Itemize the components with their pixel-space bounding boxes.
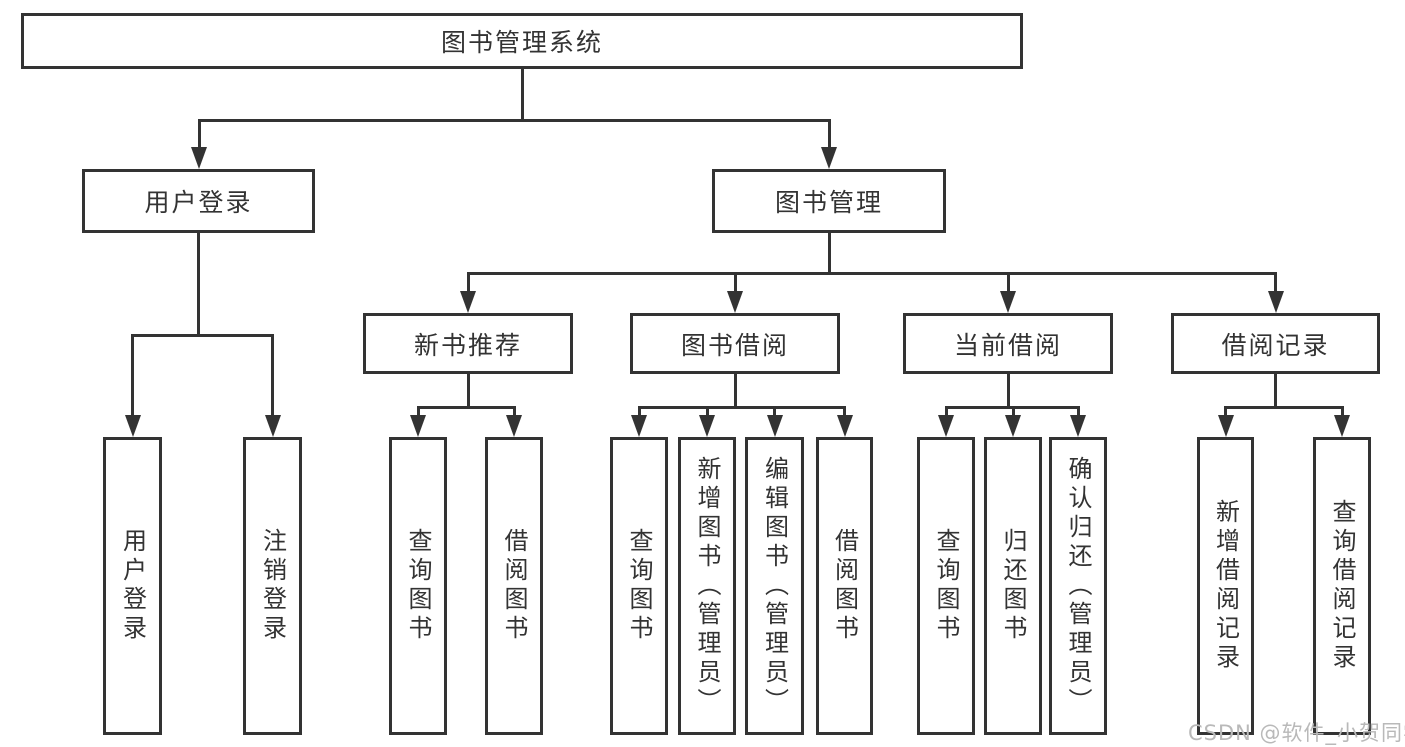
csdn-watermark: CSDN @软件_小贺同学 xyxy=(1188,721,1405,745)
leaf-logout-label: 注销登录 xyxy=(258,528,287,644)
node-current-borrow: 当前借阅 xyxy=(903,313,1113,374)
leaf-return-book: 归还图书 xyxy=(984,437,1042,735)
arrow-down-icon xyxy=(727,291,743,313)
leaf-edit-book-admin: 编辑图书（管理员） xyxy=(745,437,804,735)
arrow-down-icon xyxy=(938,415,954,437)
connector-new-book-bar xyxy=(416,406,516,409)
leaf-query-books-recommend: 查询图书 xyxy=(389,437,447,735)
connector-shaft xyxy=(466,272,470,295)
connector-borrow-records-bar xyxy=(1224,406,1344,409)
connector-user-login-bar xyxy=(131,334,274,337)
connector-shaft xyxy=(131,334,134,418)
connector-book-borrow-stem xyxy=(733,374,737,409)
arrow-down-icon xyxy=(1334,415,1350,437)
leaf-add-borrow-record: 新增借阅记录 xyxy=(1197,437,1254,735)
leaf-query-books-current: 查询图书 xyxy=(917,437,975,735)
node-user-login-label: 用户登录 xyxy=(144,188,253,217)
arrow-down-icon xyxy=(631,415,647,437)
leaf-query-borrow-record-label: 查询借阅记录 xyxy=(1328,499,1356,673)
arrow-down-icon xyxy=(124,415,141,437)
node-book-borrow: 图书借阅 xyxy=(630,313,840,374)
connector-shaft xyxy=(1011,406,1015,418)
node-book-borrow-label: 图书借阅 xyxy=(680,330,789,360)
connector-new-book-stem xyxy=(466,374,470,409)
leaf-add-book-admin-label: 新增图书（管理员） xyxy=(693,455,721,717)
node-borrow-records-label: 借阅记录 xyxy=(1221,330,1330,360)
arrow-down-icon xyxy=(460,291,476,313)
connector-shaft xyxy=(197,119,201,151)
connector-book-borrow-bar xyxy=(637,406,846,409)
connector-shaft xyxy=(271,334,274,418)
leaf-user-login-label: 用户登录 xyxy=(118,528,147,644)
arrow-down-icon xyxy=(506,415,522,437)
node-borrow-records: 借阅记录 xyxy=(1171,313,1380,374)
node-book-management-label: 图书管理 xyxy=(774,188,883,217)
arrow-down-icon xyxy=(836,415,853,437)
leaf-confirm-return-admin-label: 确认归还（管理员） xyxy=(1064,455,1092,717)
leaf-query-books-borrow: 查询图书 xyxy=(610,437,668,735)
node-new-book-recommend: 新书推荐 xyxy=(363,313,573,374)
connector-shaft xyxy=(733,272,737,295)
leaf-confirm-return-admin: 确认归还（管理员） xyxy=(1049,437,1107,735)
arrow-down-icon xyxy=(1000,291,1016,313)
connector-shaft xyxy=(827,119,831,151)
connector-shaft xyxy=(1340,406,1344,418)
leaf-query-books-recommend-label: 查询图书 xyxy=(404,528,432,644)
connector-shaft xyxy=(637,406,641,418)
arrow-down-icon xyxy=(264,415,281,437)
node-library-system: 图书管理系统 xyxy=(21,13,1023,69)
connector-shaft xyxy=(773,406,776,418)
connector-shaft xyxy=(512,406,516,418)
connector-shaft xyxy=(1006,272,1010,295)
leaf-borrow-books-recommend-label: 借阅图书 xyxy=(500,528,528,644)
leaf-borrow-books-label: 借阅图书 xyxy=(830,528,859,644)
connector-shaft xyxy=(705,406,709,418)
connector-borrow-records-stem xyxy=(1274,374,1277,409)
connector-user-login-stem xyxy=(197,233,200,337)
leaf-borrow-books-recommend: 借阅图书 xyxy=(485,437,543,735)
connector-shaft xyxy=(416,406,420,418)
node-user-login: 用户登录 xyxy=(82,169,315,233)
arrow-down-icon xyxy=(191,147,207,169)
node-current-borrow-label: 当前借阅 xyxy=(953,330,1062,360)
leaf-add-borrow-record-label: 新增借阅记录 xyxy=(1211,499,1240,673)
connector-shaft xyxy=(1224,406,1227,418)
leaf-query-books-current-label: 查询图书 xyxy=(932,528,960,644)
leaf-edit-book-admin-label: 编辑图书（管理员） xyxy=(760,455,789,717)
arrow-down-icon xyxy=(699,415,715,437)
connector-shaft xyxy=(1274,272,1277,295)
leaf-add-book-admin: 新增图书（管理员） xyxy=(678,437,736,735)
connector-book-management-bar xyxy=(466,272,1277,275)
connector-shaft xyxy=(944,406,948,418)
connector-book-management-stem xyxy=(827,233,831,275)
leaf-user-login: 用户登录 xyxy=(103,437,162,735)
arrow-down-icon xyxy=(766,415,783,437)
leaf-borrow-books: 借阅图书 xyxy=(816,437,873,735)
leaf-query-borrow-record: 查询借阅记录 xyxy=(1313,437,1371,735)
arrow-down-icon xyxy=(1217,415,1234,437)
node-book-management: 图书管理 xyxy=(712,169,946,233)
leaf-return-book-label: 归还图书 xyxy=(999,528,1027,644)
arrow-down-icon xyxy=(1070,415,1086,437)
leaf-query-books-borrow-label: 查询图书 xyxy=(625,528,653,644)
node-library-system-label: 图书管理系统 xyxy=(440,28,603,57)
leaf-logout: 注销登录 xyxy=(243,437,302,735)
arrow-down-icon xyxy=(410,415,426,437)
connector-current-borrow-stem xyxy=(1006,374,1010,409)
connector-shaft xyxy=(1076,406,1080,418)
connector-root-stem xyxy=(520,69,524,122)
node-new-book-recommend-label: 新书推荐 xyxy=(413,330,522,360)
connector-shaft xyxy=(843,406,846,418)
arrow-down-icon xyxy=(1005,415,1021,437)
connector-root-bar xyxy=(197,119,831,122)
arrow-down-icon xyxy=(1267,291,1284,313)
arrow-down-icon xyxy=(821,147,837,169)
